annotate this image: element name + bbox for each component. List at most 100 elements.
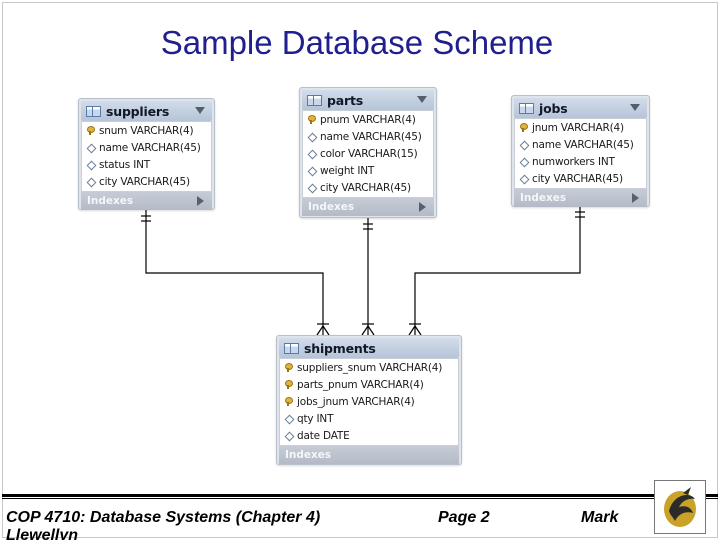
key-icon	[307, 115, 316, 125]
link-suppliers-shipments	[145, 210, 324, 335]
key-icon	[519, 123, 528, 133]
table-name: parts	[327, 92, 363, 108]
table-icon	[284, 342, 299, 354]
table-name: shipments	[304, 340, 376, 356]
table-shipments[interactable]: shipments suppliers_snum VARCHAR(4) part…	[276, 335, 462, 465]
table-suppliers[interactable]: suppliers snum VARCHAR(4) name VARCHAR(4…	[78, 98, 215, 210]
expand-arrow-icon[interactable]	[197, 195, 204, 206]
diamond-icon	[307, 132, 316, 141]
column-row[interactable]: status INT	[82, 156, 211, 173]
key-icon	[284, 380, 293, 390]
indexes-bar[interactable]: Indexes	[81, 191, 212, 210]
crows-foot-jobs	[408, 323, 422, 336]
table-icon	[519, 102, 534, 114]
column-list: jnum VARCHAR(4) name VARCHAR(45) numwork…	[514, 118, 647, 189]
column-row[interactable]: city VARCHAR(45)	[82, 174, 211, 191]
collapse-caret-icon[interactable]	[195, 107, 205, 114]
university-logo-icon	[654, 480, 706, 534]
column-row[interactable]: suppliers_snum VARCHAR(4)	[280, 359, 458, 376]
column-label: qty INT	[297, 413, 334, 426]
crows-foot-parts	[361, 323, 375, 336]
indexes-label: Indexes	[285, 448, 332, 461]
column-label: numworkers INT	[532, 155, 615, 168]
table-header[interactable]: shipments	[279, 338, 459, 358]
table-name: jobs	[539, 100, 568, 116]
column-list: snum VARCHAR(4) name VARCHAR(45) status …	[81, 121, 212, 192]
column-row[interactable]: jnum VARCHAR(4)	[515, 119, 646, 136]
diamond-icon	[86, 143, 95, 152]
diamond-icon	[307, 184, 316, 193]
column-label: jobs_jnum VARCHAR(4)	[297, 395, 415, 408]
table-header[interactable]: suppliers	[81, 101, 212, 121]
table-header[interactable]: parts	[302, 90, 434, 110]
table-name: suppliers	[106, 103, 170, 119]
course-line-2: Llewellyn	[6, 527, 79, 540]
column-label: date DATE	[297, 430, 350, 443]
column-row[interactable]: city VARCHAR(45)	[303, 180, 433, 197]
column-label: parts_pnum VARCHAR(4)	[297, 378, 424, 391]
column-row[interactable]: jobs_jnum VARCHAR(4)	[280, 393, 458, 410]
column-label: city VARCHAR(45)	[99, 176, 190, 189]
key-icon	[284, 363, 293, 373]
column-row[interactable]: snum VARCHAR(4)	[82, 122, 211, 139]
column-row[interactable]: pnum VARCHAR(4)	[303, 111, 433, 128]
column-label: jnum VARCHAR(4)	[532, 121, 624, 134]
diamond-icon	[86, 178, 95, 187]
column-label: name VARCHAR(45)	[532, 138, 634, 151]
column-row[interactable]: name VARCHAR(45)	[303, 128, 433, 145]
column-row[interactable]: name VARCHAR(45)	[82, 139, 211, 156]
author-name: Mark	[581, 509, 619, 526]
column-label: name VARCHAR(45)	[99, 141, 201, 154]
diamond-icon	[307, 167, 316, 176]
indexes-bar[interactable]: Indexes	[514, 188, 647, 207]
diamond-icon	[307, 149, 316, 158]
column-row[interactable]: parts_pnum VARCHAR(4)	[280, 376, 458, 393]
collapse-caret-icon[interactable]	[417, 96, 427, 103]
expand-arrow-icon[interactable]	[632, 192, 639, 203]
column-row[interactable]: weight INT	[303, 163, 433, 180]
slide-title: Sample Database Scheme	[160, 24, 554, 61]
column-label: weight INT	[320, 165, 375, 178]
key-icon	[86, 126, 95, 136]
column-row[interactable]: city VARCHAR(45)	[515, 171, 646, 188]
course-label: COP 4710: Database Systems (Chapter 4) L…	[6, 509, 320, 540]
column-label: color VARCHAR(15)	[320, 147, 418, 160]
table-parts[interactable]: parts pnum VARCHAR(4) name VARCHAR(45) c…	[299, 87, 437, 218]
column-label: suppliers_snum VARCHAR(4)	[297, 361, 443, 374]
table-icon	[86, 105, 101, 117]
diamond-icon	[519, 157, 528, 166]
pegasus-logo-icon	[664, 487, 696, 527]
indexes-label: Indexes	[87, 194, 134, 207]
crows-foot-suppliers	[316, 323, 330, 336]
indexes-label: Indexes	[308, 200, 355, 213]
indexes-bar[interactable]: Indexes	[279, 445, 459, 464]
column-list: pnum VARCHAR(4) name VARCHAR(45) color V…	[302, 110, 434, 198]
column-row[interactable]: qty INT	[280, 411, 458, 428]
column-label: status INT	[99, 158, 150, 171]
indexes-label: Indexes	[520, 191, 567, 204]
table-header[interactable]: jobs	[514, 98, 647, 118]
column-label: name VARCHAR(45)	[320, 130, 422, 143]
column-row[interactable]: date DATE	[280, 428, 458, 445]
footer-rule-thin	[2, 498, 718, 499]
table-jobs[interactable]: jobs jnum VARCHAR(4) name VARCHAR(45) nu…	[511, 95, 650, 207]
collapse-caret-icon[interactable]	[630, 104, 640, 111]
diamond-icon	[86, 160, 95, 169]
column-list: suppliers_snum VARCHAR(4) parts_pnum VAR…	[279, 358, 459, 446]
page-number: Page 2	[438, 509, 490, 526]
column-row[interactable]: color VARCHAR(15)	[303, 145, 433, 162]
column-label: pnum VARCHAR(4)	[320, 113, 416, 126]
link-jobs-shipments	[414, 207, 581, 335]
column-label: snum VARCHAR(4)	[99, 124, 194, 137]
footer-rule	[2, 494, 718, 497]
diamond-icon	[284, 415, 293, 424]
column-label: city VARCHAR(45)	[532, 173, 623, 186]
diamond-icon	[519, 175, 528, 184]
column-row[interactable]: name VARCHAR(45)	[515, 136, 646, 153]
expand-arrow-icon[interactable]	[419, 201, 426, 212]
indexes-bar[interactable]: Indexes	[302, 197, 434, 216]
column-row[interactable]: numworkers INT	[515, 153, 646, 170]
